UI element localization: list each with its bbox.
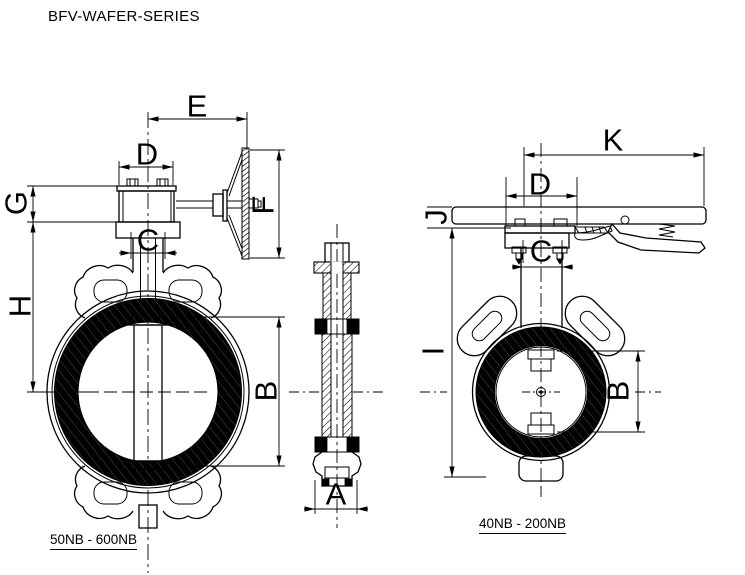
mounting-plate bbox=[504, 225, 576, 234]
lug-slot bbox=[93, 279, 128, 303]
dim-label-e: E bbox=[186, 88, 208, 124]
trigger-grip bbox=[607, 222, 706, 254]
lug-slot bbox=[168, 481, 203, 505]
dim-label-c-right: C bbox=[529, 233, 553, 269]
packing-gland-bottom bbox=[314, 436, 360, 453]
dim-label-a: A bbox=[325, 476, 347, 512]
lug-slot bbox=[93, 481, 128, 505]
dimensions-left bbox=[27, 112, 285, 467]
dim-label-b-right: B bbox=[600, 380, 636, 402]
disc-face bbox=[495, 346, 587, 438]
lug-slot bbox=[579, 310, 611, 342]
neck-box-right bbox=[504, 232, 570, 265]
bottom-skirt bbox=[312, 451, 362, 487]
dim-label-f: F bbox=[245, 195, 281, 215]
stem-top bbox=[313, 242, 360, 334]
dim-label-b-left: B bbox=[248, 380, 284, 402]
dim-label-h: H bbox=[2, 294, 38, 318]
neck-left bbox=[132, 238, 164, 300]
pivot-pin bbox=[620, 215, 630, 225]
drawing-title: BFV-WAFER-SERIES bbox=[48, 8, 200, 25]
dim-label-c-left: C bbox=[136, 222, 160, 258]
dimensions-right bbox=[427, 147, 705, 478]
handwheel-hub bbox=[212, 193, 224, 217]
front-view-lever-operator bbox=[420, 143, 707, 497]
latch-spring bbox=[658, 223, 676, 238]
dim-label-i: I bbox=[415, 346, 451, 356]
packing-gland-top bbox=[314, 318, 360, 335]
side-section-view bbox=[289, 224, 385, 528]
gearbox bbox=[115, 178, 181, 239]
top-lugs-left bbox=[73, 264, 223, 319]
lever-handle bbox=[451, 206, 707, 254]
front-view-gear-operator bbox=[27, 112, 285, 573]
dim-label-g: G bbox=[0, 190, 34, 216]
dim-label-k: K bbox=[602, 122, 624, 158]
lug-slot bbox=[168, 279, 203, 303]
gearbox-bracket bbox=[115, 221, 181, 239]
bottom-stub-right bbox=[518, 455, 564, 482]
centerlines-left bbox=[86, 112, 212, 573]
thumb-latch bbox=[574, 225, 613, 241]
dim-label-d-right: D bbox=[528, 166, 552, 202]
size-range-right: 40NB - 200NB bbox=[479, 517, 567, 534]
bottom-lugs-left bbox=[73, 465, 223, 529]
gearbox-bolt bbox=[156, 178, 169, 187]
disc-details-right bbox=[527, 349, 555, 435]
handwheel bbox=[176, 147, 262, 260]
bottom-stem-stub bbox=[138, 504, 158, 529]
disc-open-left bbox=[128, 316, 168, 470]
dim-label-j: J bbox=[418, 209, 454, 225]
wing-lugs-right-view bbox=[456, 295, 626, 494]
lug-slot bbox=[471, 310, 503, 342]
disc-center-pin bbox=[536, 387, 546, 397]
size-range-left: 50NB - 600NB bbox=[50, 533, 138, 550]
gearbox-bolt bbox=[126, 178, 139, 187]
handle-bar bbox=[451, 206, 707, 225]
dim-label-d-left: D bbox=[135, 136, 159, 172]
dimension-a bbox=[304, 480, 368, 514]
